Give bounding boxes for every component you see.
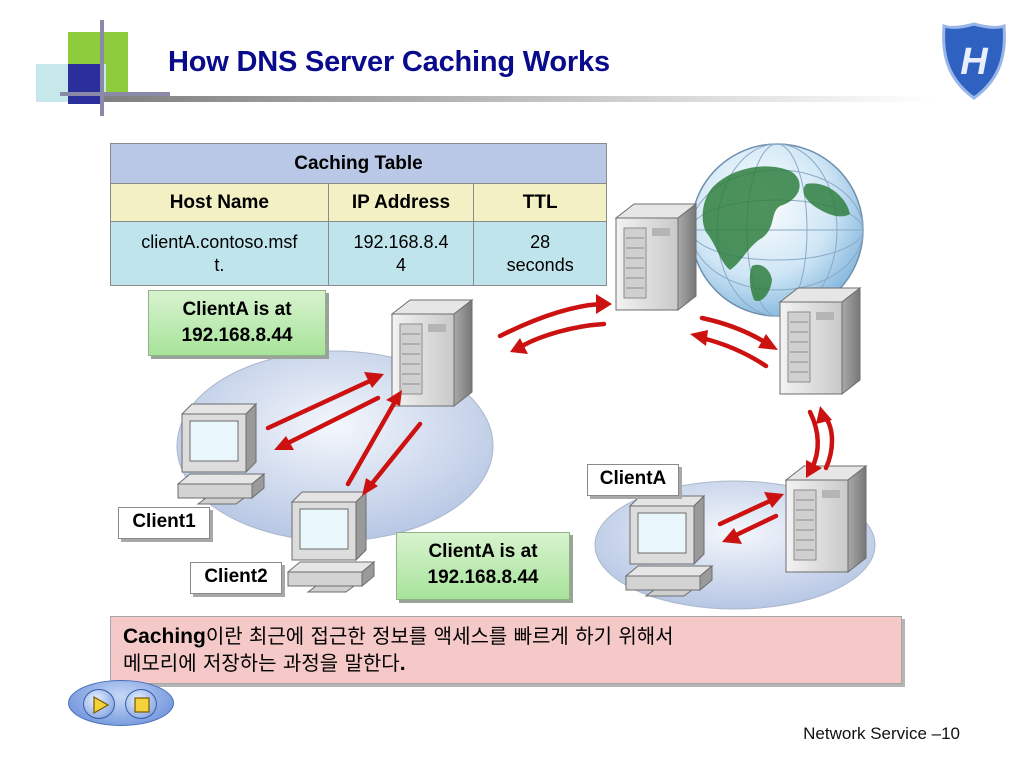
- media-controls: [68, 680, 174, 726]
- remote-dns-server: [785, 465, 867, 573]
- local-dns-server: [391, 299, 473, 407]
- caching-table-caption: Caching Table: [110, 143, 607, 184]
- play-icon: [93, 695, 110, 715]
- globe-icon: [690, 143, 864, 317]
- caching-table: Caching Table Host Name IP Address TTL c…: [110, 143, 607, 286]
- internet-dns-server: [779, 287, 861, 395]
- isp-dns-server: [615, 203, 697, 311]
- column-header-host-name: Host Name: [110, 183, 329, 222]
- play-button[interactable]: [83, 689, 115, 719]
- note-text-line2: 메모리에 저장하는 과정을 말한다: [123, 651, 400, 675]
- stop-button[interactable]: [125, 689, 157, 719]
- caching-definition-note: Caching이란 최근에 접근한 정보를 액세스를 빠르게 하기 위해서 메모…: [110, 616, 902, 684]
- clienta-label: ClientA: [587, 464, 679, 496]
- request-arrows: [265, 294, 835, 544]
- footer: Network Service –10: [803, 724, 960, 744]
- header-decoration: [0, 0, 1024, 120]
- client1-computer: [177, 403, 265, 505]
- svg-text:H: H: [960, 41, 989, 83]
- client2-computer: [287, 491, 375, 593]
- clienta-computer: [625, 495, 713, 597]
- client2-label: Client2: [190, 562, 282, 594]
- client1-label: Client1: [118, 507, 210, 539]
- column-header-ip-address: IP Address: [327, 183, 475, 222]
- note-text-end: .: [399, 652, 406, 675]
- stop-icon: [134, 697, 150, 713]
- footer-text: Network Service –: [803, 724, 942, 743]
- shield-h-logo: H: [942, 22, 1006, 100]
- slide-title: How DNS Server Caching Works: [168, 46, 610, 78]
- caching-term: Caching: [123, 625, 206, 648]
- page-number: 10: [941, 724, 960, 743]
- note-text-line1: 이란 최근에 접근한 정보를 액세스를 빠르게 하기 위해서: [205, 624, 674, 648]
